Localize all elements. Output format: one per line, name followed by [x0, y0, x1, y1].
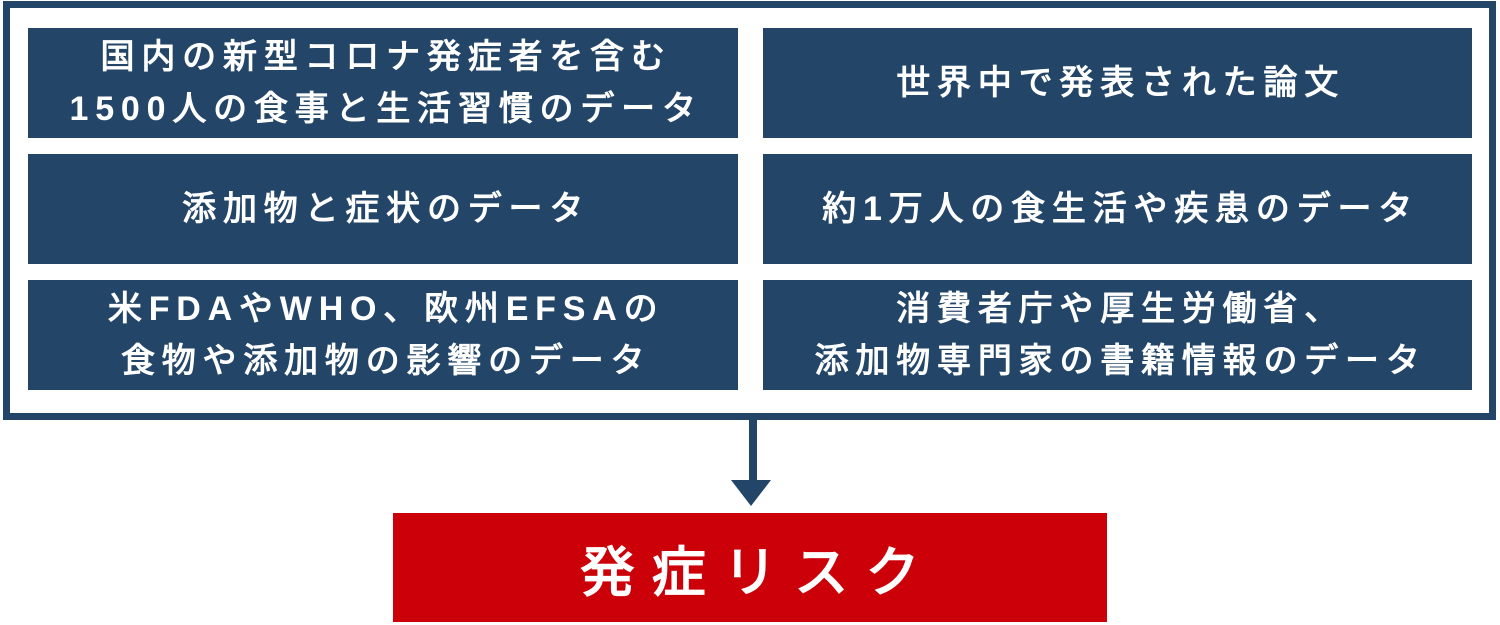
down-arrow-line: [749, 420, 757, 482]
source-box-line: 食物や添加物の影響のデータ: [120, 342, 652, 380]
source-box-line: 世界中で発表された論文: [896, 64, 1346, 102]
source-box-corona-diet-data: 国内の新型コロナ発症者を含む 1500人の食事と生活習慣のデータ: [28, 28, 738, 138]
source-box-line: 添加物専門家の書籍情報のデータ: [814, 342, 1427, 380]
source-box-ten-thousand-diet-disease: 約1万人の食生活や疾患のデータ: [762, 154, 1472, 264]
source-box-additives-symptoms: 添加物と症状のデータ: [28, 154, 738, 264]
source-box-line: 1500人の食事と生活習慣のデータ: [69, 90, 703, 128]
source-box-line: 約1万人の食生活や疾患のデータ: [822, 190, 1420, 228]
source-box-global-papers: 世界中で発表された論文: [762, 28, 1472, 138]
data-sources-frame: 国内の新型コロナ発症者を含む 1500人の食事と生活習慣のデータ 世界中で発表さ…: [3, 1, 1496, 420]
source-box-line: 消費者庁や厚生労働省、: [896, 290, 1346, 328]
risk-result-label: 発症リスク: [580, 543, 937, 603]
source-box-line: 添加物と症状のデータ: [182, 190, 591, 228]
risk-result-box: 発症リスク: [393, 513, 1107, 622]
down-arrow-icon: [731, 480, 771, 506]
source-box-line: 米FDAやWHO、欧州EFSAの: [107, 290, 665, 328]
source-box-gov-expert-books: 消費者庁や厚生労働省、 添加物専門家の書籍情報のデータ: [762, 280, 1472, 390]
source-box-line: 国内の新型コロナ発症者を含む: [100, 38, 672, 76]
source-box-fda-who-efsa: 米FDAやWHO、欧州EFSAの 食物や添加物の影響のデータ: [28, 280, 738, 390]
